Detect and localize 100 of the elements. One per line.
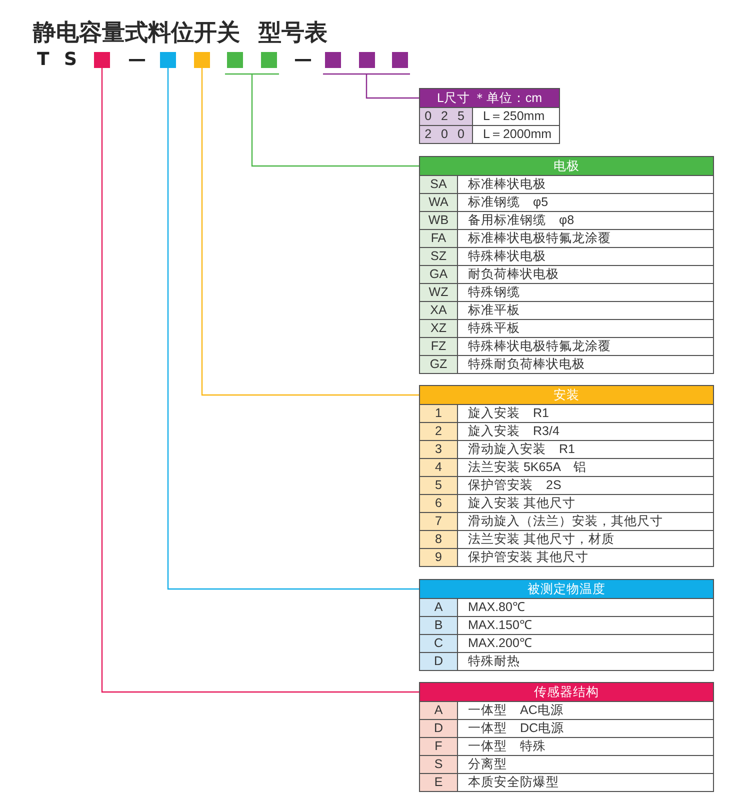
option-table (419, 385, 714, 567)
option-description: 一体型 AC电源 (467, 702, 564, 719)
option-description: 旋入安装 R1 (467, 405, 549, 422)
option-description: MAX.80℃ (467, 599, 524, 616)
table-row (420, 247, 713, 265)
code-square (227, 52, 243, 68)
option-description: 一体型 DC电源 (467, 720, 564, 737)
option-description: 特殊耐负荷棒状电极 (467, 356, 585, 373)
code-letter: S (64, 49, 77, 71)
option-description: 本质安全防爆型 (467, 774, 559, 791)
code-cell: 2 0 0 (420, 126, 473, 143)
table-row (420, 548, 713, 566)
table-row (420, 211, 713, 229)
option-description: 备用标准钢缆 φ8 (467, 212, 574, 229)
code-cell: 3 (420, 441, 458, 458)
code-cell: SA (420, 176, 458, 193)
code-square (194, 52, 210, 68)
table-row (420, 530, 713, 548)
table-row (420, 125, 559, 143)
option-table (419, 88, 560, 144)
connector-line (167, 68, 419, 590)
connector-line (201, 68, 419, 396)
title: 静电容量式料位开关 型号表 (33, 18, 328, 47)
table-row (420, 337, 713, 355)
code-cell: GZ (420, 356, 458, 373)
table-row (420, 634, 713, 652)
code-dash: — (128, 49, 146, 71)
code-cell: 9 (420, 549, 458, 566)
code-cell: 7 (420, 513, 458, 530)
code-cell: A (420, 599, 458, 616)
option-description: 滑动旋入安装 R1 (467, 441, 575, 458)
table-row (420, 737, 713, 755)
code-cell: 5 (420, 477, 458, 494)
table-row (420, 355, 713, 373)
option-description: 标准棒状电极特氟龙涂覆 (467, 230, 611, 247)
option-table (419, 682, 714, 792)
table-row (420, 755, 713, 773)
option-description: 特殊棒状电极特氟龙涂覆 (467, 338, 611, 355)
option-description: 保护管安装 2S (467, 477, 562, 494)
table-header: 安装 (420, 386, 713, 404)
option-description: MAX.150℃ (467, 617, 532, 634)
option-description: 旋入安装 R3/4 (467, 423, 560, 440)
code-cell: FA (420, 230, 458, 247)
code-cell: XA (420, 302, 458, 319)
table-row (420, 319, 713, 337)
table-header: 被测定物温度 (420, 580, 713, 598)
code-letter: T (37, 49, 50, 71)
code-cell: C (420, 635, 458, 652)
code-cell: WA (420, 194, 458, 211)
option-description: 特殊钢缆 (467, 284, 520, 301)
option-description: 旋入安装 其他尺寸 (467, 495, 576, 512)
code-cell: 8 (420, 531, 458, 548)
connector-line (322, 73, 420, 99)
code-cell: WB (420, 212, 458, 229)
table-row (420, 719, 713, 737)
table-row (420, 701, 713, 719)
code-cell: GA (420, 266, 458, 283)
table-header: 电极 (420, 157, 713, 175)
code-cell: D (420, 720, 458, 737)
code-square (160, 52, 176, 68)
table-row (420, 512, 713, 530)
table-row (420, 476, 713, 494)
code-cell: 1 (420, 405, 458, 422)
option-description: 特殊平板 (467, 320, 520, 337)
option-description: 标准钢缆 φ5 (467, 194, 548, 211)
option-description: MAX.200℃ (467, 635, 532, 652)
option-description: 分离型 (467, 756, 507, 773)
option-description: 耐负荷棒状电极 (467, 266, 559, 283)
table-row (420, 193, 713, 211)
code-cell: B (420, 617, 458, 634)
code-cell: 0 2 5 (420, 108, 473, 125)
table-row (420, 265, 713, 283)
table-row (420, 616, 713, 634)
option-description: 标准棒状电极 (467, 176, 546, 193)
table-row (420, 598, 713, 616)
connector-line (101, 68, 419, 693)
table-row (420, 404, 713, 422)
code-cell: 6 (420, 495, 458, 512)
option-table (419, 579, 714, 671)
code-cell: 2 (420, 423, 458, 440)
table-row (420, 107, 559, 125)
table-row (420, 494, 713, 512)
code-cell: E (420, 774, 458, 791)
table-row (420, 440, 713, 458)
table-row (420, 458, 713, 476)
option-table (419, 156, 714, 374)
option-description: L＝250mm (482, 108, 545, 125)
table-row (420, 283, 713, 301)
code-square (94, 52, 110, 68)
option-description: 标准平板 (467, 302, 520, 319)
code-dash: — (294, 49, 312, 71)
table-header: L尺寸 ＊单位：cm (420, 89, 559, 107)
table-row (420, 175, 713, 193)
code-square (325, 52, 341, 68)
code-square (261, 52, 277, 68)
code-cell: F (420, 738, 458, 755)
table-row (420, 773, 713, 791)
table-row (420, 652, 713, 670)
option-description: 特殊棒状电极 (467, 248, 546, 265)
table-row (420, 422, 713, 440)
